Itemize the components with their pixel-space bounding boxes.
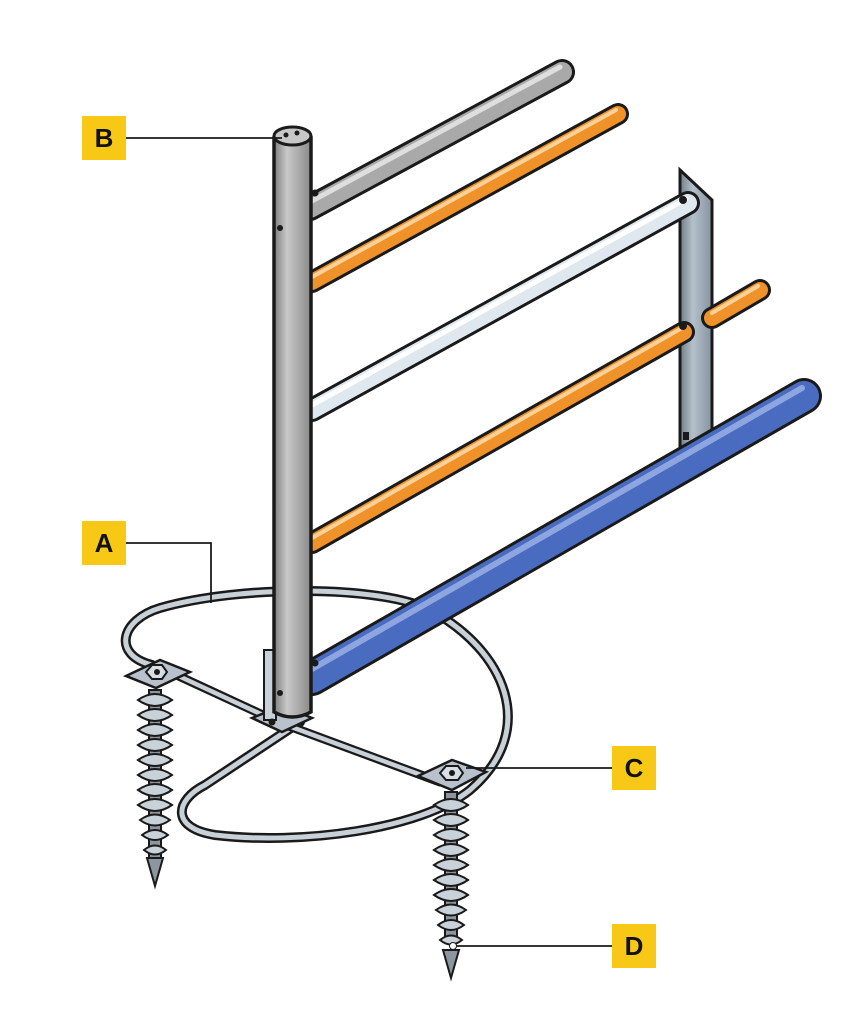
- main-post: [272, 125, 319, 719]
- callout-label-a: A: [95, 528, 114, 558]
- rail-upper-orange: [304, 106, 626, 290]
- rails-front: [294, 191, 822, 696]
- callout-d: D: [612, 924, 656, 968]
- leader-a: [126, 542, 212, 603]
- rail-top-grey: [300, 62, 572, 218]
- rail-white: [303, 194, 697, 419]
- callout-label-b: B: [95, 123, 114, 153]
- leader-lines: [126, 137, 612, 947]
- callout-box: [612, 746, 656, 790]
- callout-label-c: C: [625, 753, 644, 783]
- callout-b: B: [82, 116, 126, 160]
- callout-c: C: [612, 746, 656, 790]
- ground-screw-right: [414, 758, 490, 982]
- callout-label-d: D: [625, 931, 644, 961]
- base-ring: [120, 586, 513, 843]
- post-top-cap: [272, 125, 313, 147]
- screw-tip-marker: [449, 942, 457, 950]
- rails-back: [297, 59, 629, 293]
- rail-bottom-blue: [297, 381, 819, 693]
- callout-box: [82, 521, 126, 565]
- callout-a: A: [82, 521, 126, 565]
- rail-lower-orange: [304, 324, 692, 551]
- callout-box: [82, 116, 126, 160]
- callout-box: [612, 924, 656, 968]
- ground-screw-left: [122, 658, 194, 890]
